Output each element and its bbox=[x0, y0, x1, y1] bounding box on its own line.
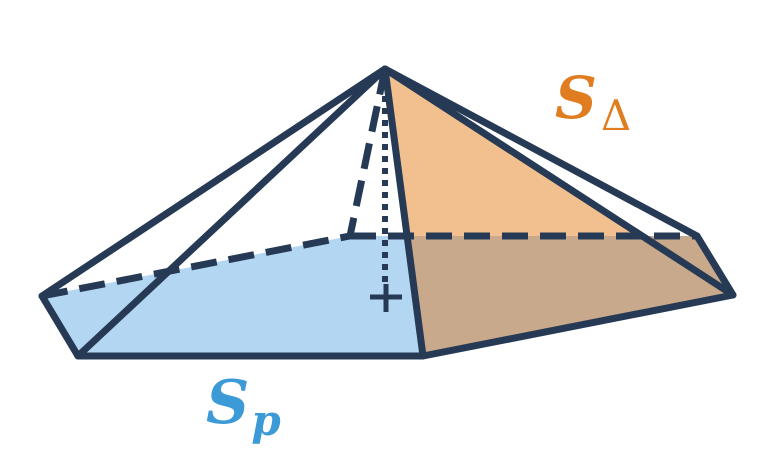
lateral-face-base-overlap bbox=[411, 236, 733, 356]
lateral-edge-3 bbox=[381, 65, 427, 360]
base-label-symbol: S bbox=[206, 368, 249, 438]
lateral-edge-5 bbox=[381, 65, 701, 240]
hidden-base-edge-left bbox=[41, 232, 351, 300]
hidden-lateral-edge bbox=[346, 68, 389, 237]
lateral-edge-2 bbox=[74, 65, 389, 360]
lateral-face-label-symbol: S bbox=[555, 64, 597, 132]
lateral-face-label-subscript: Δ bbox=[601, 91, 631, 140]
base-label-subscript: p bbox=[251, 396, 280, 445]
height-foot-marker bbox=[370, 284, 402, 312]
lateral-edge-4 bbox=[381, 65, 737, 299]
lateral-face-label: SΔ bbox=[555, 64, 631, 140]
visible-edges bbox=[38, 65, 737, 360]
base-label: Sp bbox=[206, 368, 281, 445]
lateral-edge-1 bbox=[38, 65, 389, 300]
